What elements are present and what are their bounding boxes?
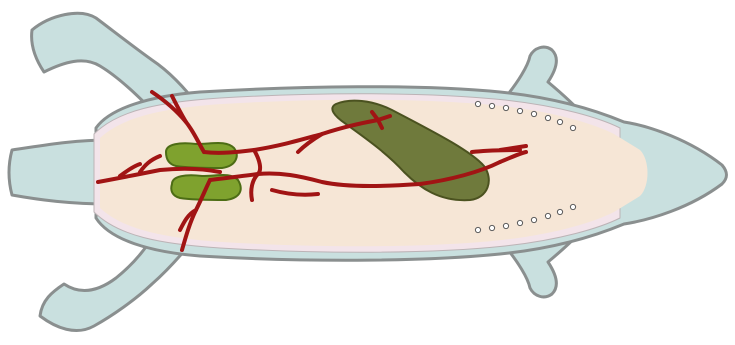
dissection-diagram bbox=[0, 0, 735, 345]
diagram-svg bbox=[0, 0, 735, 345]
